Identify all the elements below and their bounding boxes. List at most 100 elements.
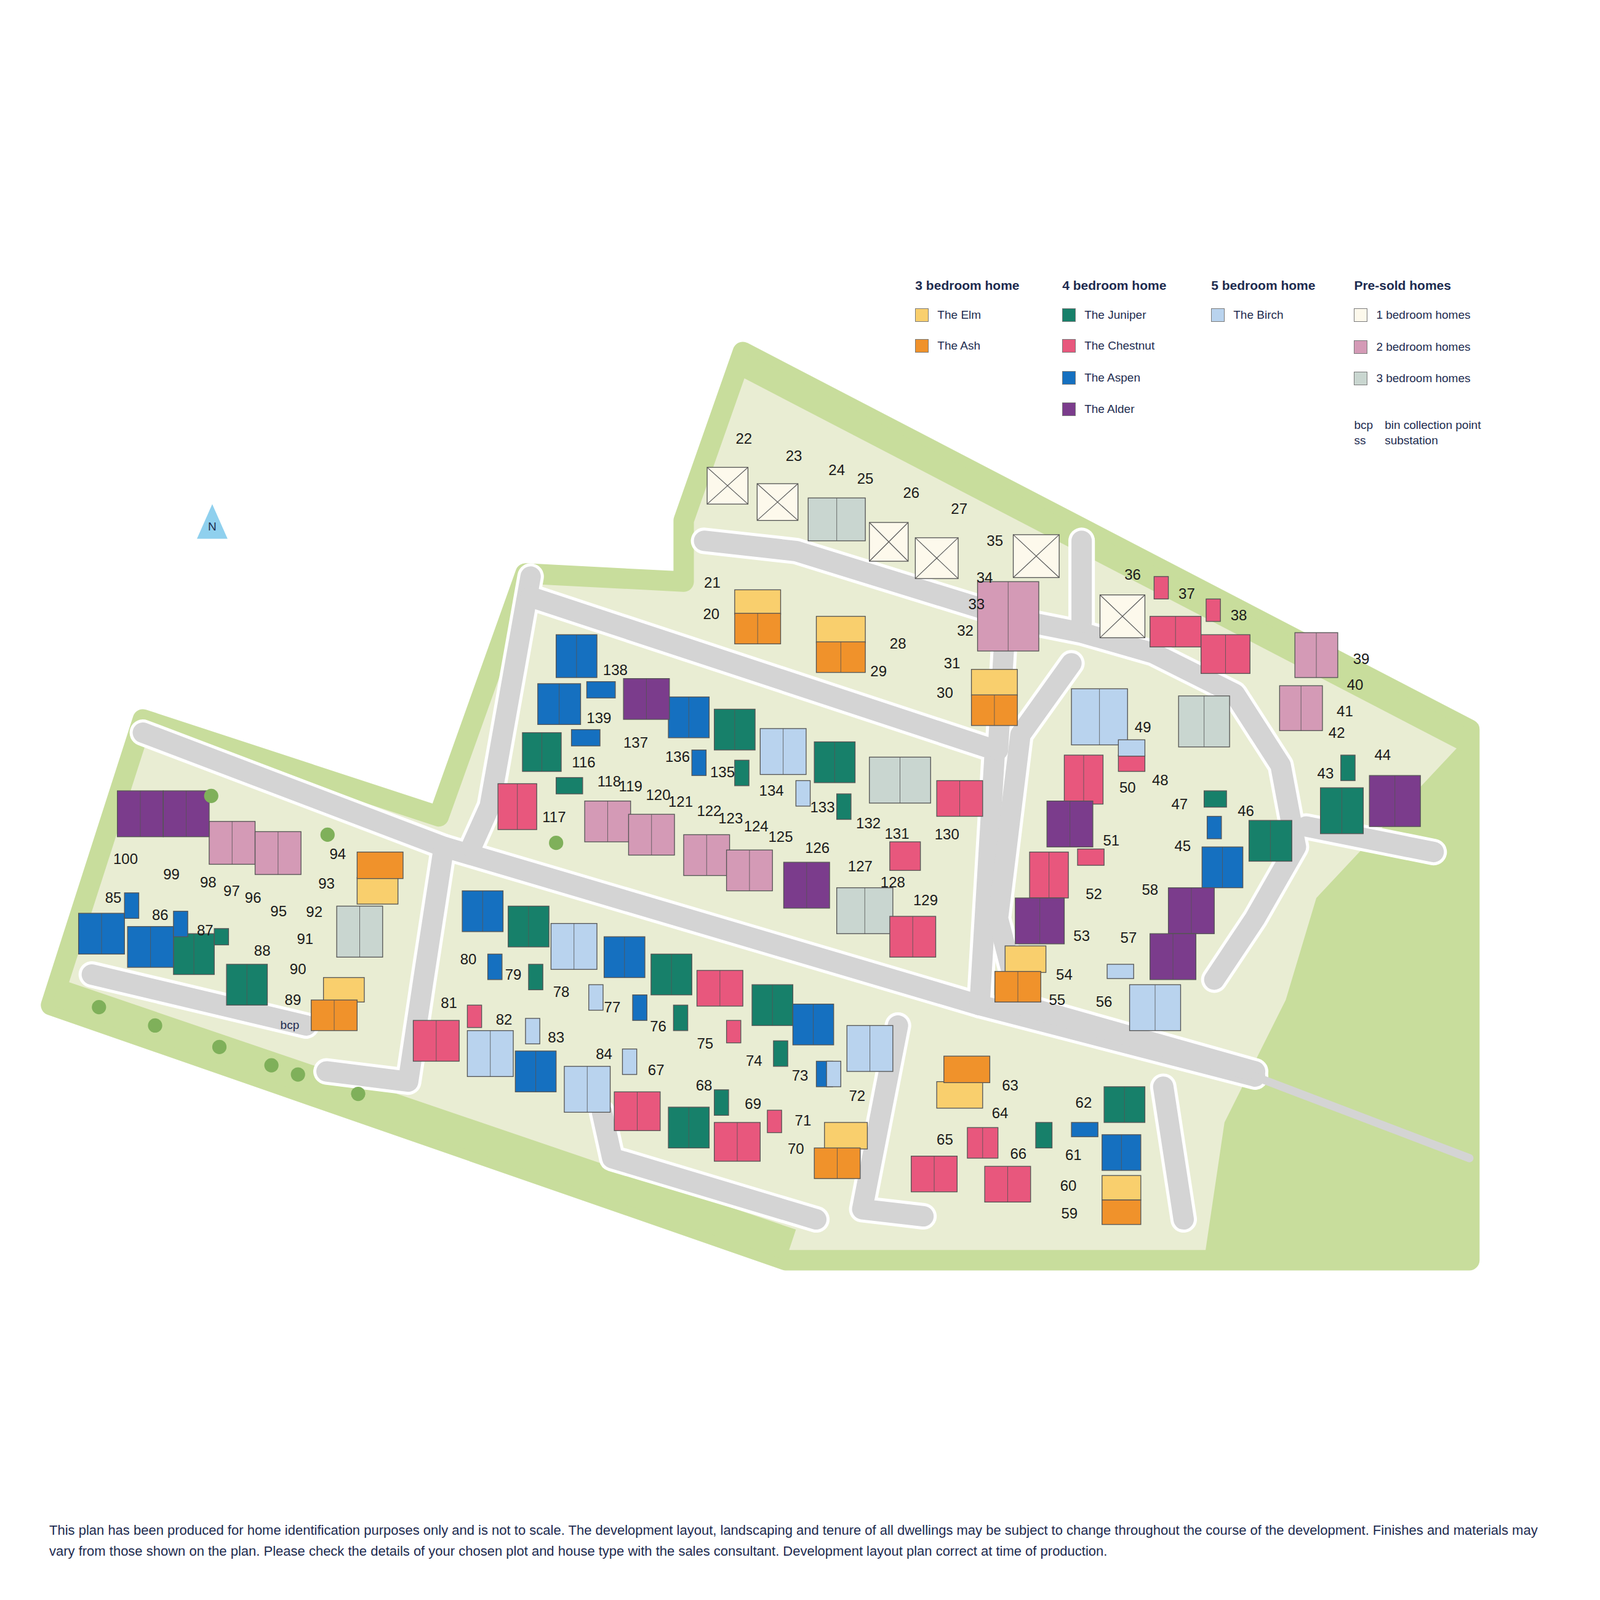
plot-number: 137 [623,734,648,752]
roof-line [1175,616,1176,648]
roof-line [100,913,102,954]
legend-swatch [1062,308,1076,322]
plot-number: 87 [196,921,214,940]
plot-number: 37 [1178,585,1196,603]
house-footprint [1102,1134,1141,1171]
roof-line [1013,534,1060,578]
house-footprint [525,1018,540,1044]
plot-number: 125 [768,828,793,846]
house-footprint [1100,595,1146,639]
plot-number: 33 [968,595,986,613]
plot-number: 30 [936,684,954,702]
road [998,663,1256,1072]
plot-number: 91 [296,930,314,948]
plot-number: 76 [649,1017,667,1036]
plot-number: 124 [744,817,769,836]
roof-line [707,467,748,504]
house-footprint [1153,576,1168,599]
plot-number: 93 [318,875,335,893]
key-text: substation [1384,433,1439,448]
plot-number: 26 [902,484,920,502]
plot-number: 31 [944,654,961,672]
roof-line [1039,897,1040,944]
roof-line [899,756,901,804]
plot-number: 44 [1374,746,1391,764]
roof-line [782,728,784,775]
north-arrow [196,504,228,539]
plot-number: 88 [254,942,271,960]
legend-text: The Chestnut [1084,339,1155,353]
plot-number: 32 [956,622,974,640]
house-footprint [556,634,597,678]
roof-line [576,634,577,678]
plot-number: 85 [105,889,122,907]
plot-number: 131 [884,825,909,843]
roof-line [535,1051,536,1092]
house-footprint [214,928,229,946]
house-footprint [984,1166,1031,1202]
house-footprint [467,1030,514,1077]
plot-number: 60 [1060,1177,1077,1195]
roof-line [1222,846,1223,888]
plot-number: 117 [542,808,566,826]
house-footprint [311,1000,358,1031]
house-footprint [726,1020,741,1043]
house-footprint [497,783,537,830]
footnote: This plan has been produced for home ide… [49,1520,1564,1562]
house-footprint [826,1060,841,1087]
roof-line [1121,1134,1122,1171]
north-label: N [208,520,217,534]
plot-number: 64 [992,1104,1009,1122]
house-footprint [209,821,256,865]
plot-number: 73 [792,1067,809,1085]
roof-line [757,613,759,645]
house-footprint [944,1056,991,1083]
legend-swatch [1211,308,1225,322]
roof-line [1172,933,1174,980]
house-footprint [767,1110,782,1133]
house-footprint [1207,816,1222,839]
house-footprint [977,581,1039,652]
legend-heading: 3 bedroom home [915,278,1020,293]
plot-number: 63 [1001,1076,1019,1095]
plot-number: 122 [696,802,722,820]
roof-line [737,1122,738,1162]
legend-swatch [1062,371,1076,385]
roof-line [912,916,914,957]
legend-heading: Pre-sold homes [1353,278,1452,293]
house-footprint [163,790,210,837]
house-footprint [1178,696,1230,748]
house-group [78,467,1421,1224]
roof-line [1300,685,1302,731]
plot-number: 128 [880,874,906,892]
house-footprint [1071,688,1128,745]
house-footprint [550,923,597,970]
plot-number: 24 [828,462,845,480]
house-footprint [816,616,866,644]
roof-line [1225,634,1226,674]
legend-swatch [1062,339,1076,353]
house-footprint [356,852,404,879]
roof-line [1394,775,1396,827]
house-footprint [1204,790,1227,808]
plot-number: 99 [163,865,180,884]
house-footprint [836,793,852,820]
plot-number: 118 [597,772,621,791]
house-footprint [783,862,830,909]
house-footprint [226,964,268,1005]
key-text: bin collection point [1384,419,1481,433]
legend-swatch [1353,308,1368,322]
house-footprint [673,1004,688,1031]
roof-line [246,964,248,1005]
plot-number: 100 [113,850,138,868]
roof-line [772,984,773,1026]
house-footprint [1294,632,1338,678]
house-footprint [1004,945,1046,973]
plot-number: 47 [1171,795,1188,813]
house-footprint [911,1156,958,1192]
house-footprint [936,780,983,816]
house-footprint [117,790,164,837]
roof-line [607,801,608,842]
roof-line [915,537,959,579]
